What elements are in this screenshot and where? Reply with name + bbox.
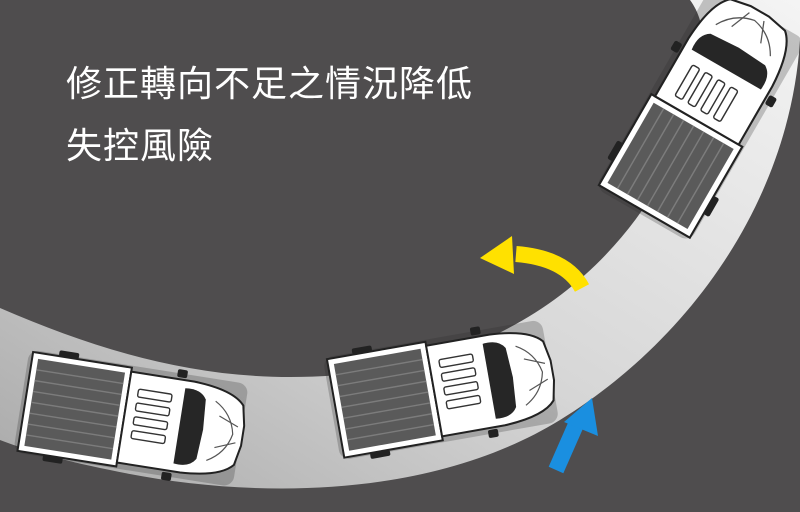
caption: 修正轉向不足之情況降低 失控風險 bbox=[66, 54, 473, 178]
curved-road bbox=[0, 0, 800, 489]
caption-line-2: 失控風險 bbox=[66, 126, 215, 167]
pickup-truck-icon bbox=[11, 344, 253, 493]
caption-line-1: 修正轉向不足之情況降低 bbox=[66, 64, 474, 105]
straight-direction-arrow-icon bbox=[548, 398, 598, 474]
pickup-truck-icon bbox=[320, 314, 563, 466]
curved-steering-arrow-icon bbox=[480, 236, 590, 293]
